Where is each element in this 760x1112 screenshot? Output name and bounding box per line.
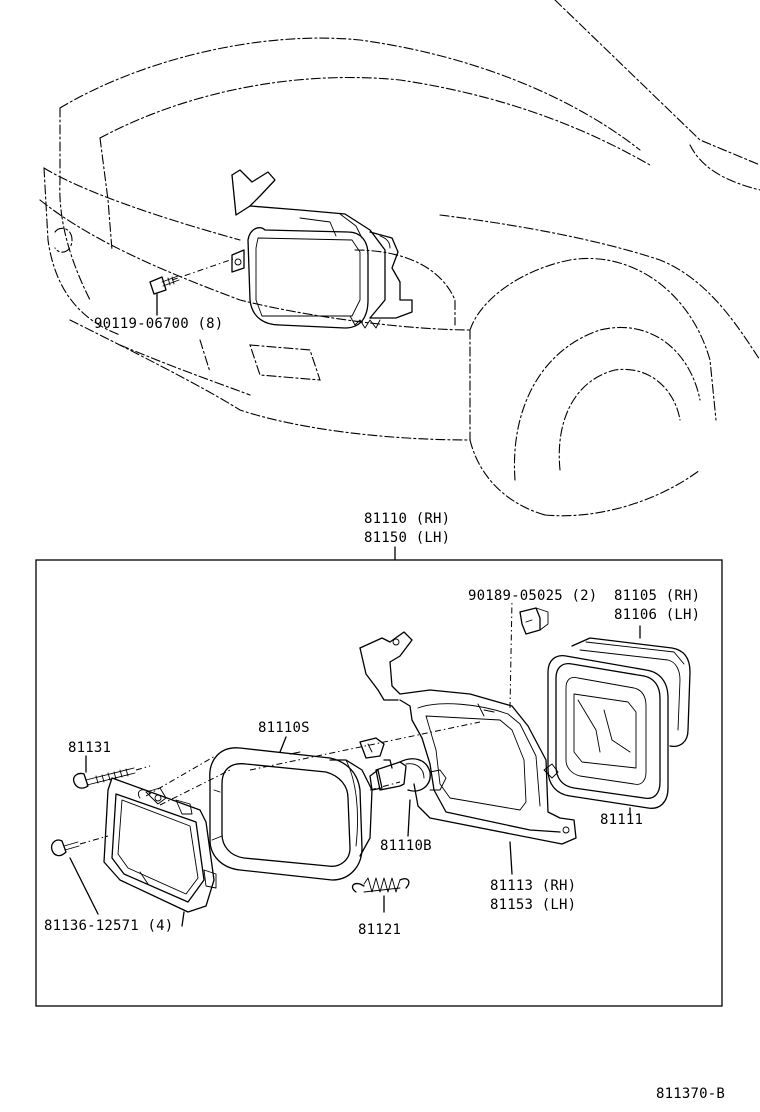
screw-81136 [50,835,109,915]
gasket-81111 [547,654,669,815]
label-81110s: 81110S [258,720,310,736]
label-81153: 81153 (LH) [490,897,576,913]
installed-fog-lamp [231,169,413,329]
spring-81121 [351,877,410,913]
diagram-id: 811370-B [656,1086,725,1102]
bezel-ring [103,755,231,927]
screw-81131 [72,755,151,789]
label-81113: 81113 (RH) [490,878,576,894]
label-90189: 90189-05025 (2) [468,588,597,604]
label-81121: 81121 [358,922,401,938]
bolt-90119 [149,257,237,316]
label-assy-rh: 81110 (RH) [364,511,450,527]
lamp-unit-81110s [209,721,481,881]
label-81136: 81136-12571 (4) [44,918,173,934]
label-90119: 90119-06700 (8) [94,316,223,332]
cover-81105 [571,625,691,748]
label-81110b: 81110B [380,838,432,854]
label-81106: 81106 (LH) [614,607,700,623]
label-81111: 81111 [600,812,643,828]
label-81131: 81131 [68,740,111,756]
bracket-81113 [359,599,577,875]
label-81105: 81105 (RH) [614,588,700,604]
clip-90189 [519,607,549,635]
bulb-81110b [359,737,447,837]
vehicle-front-illustration [39,0,760,517]
assembly-frame [35,559,723,1007]
label-assy-lh: 81150 (LH) [364,530,450,546]
